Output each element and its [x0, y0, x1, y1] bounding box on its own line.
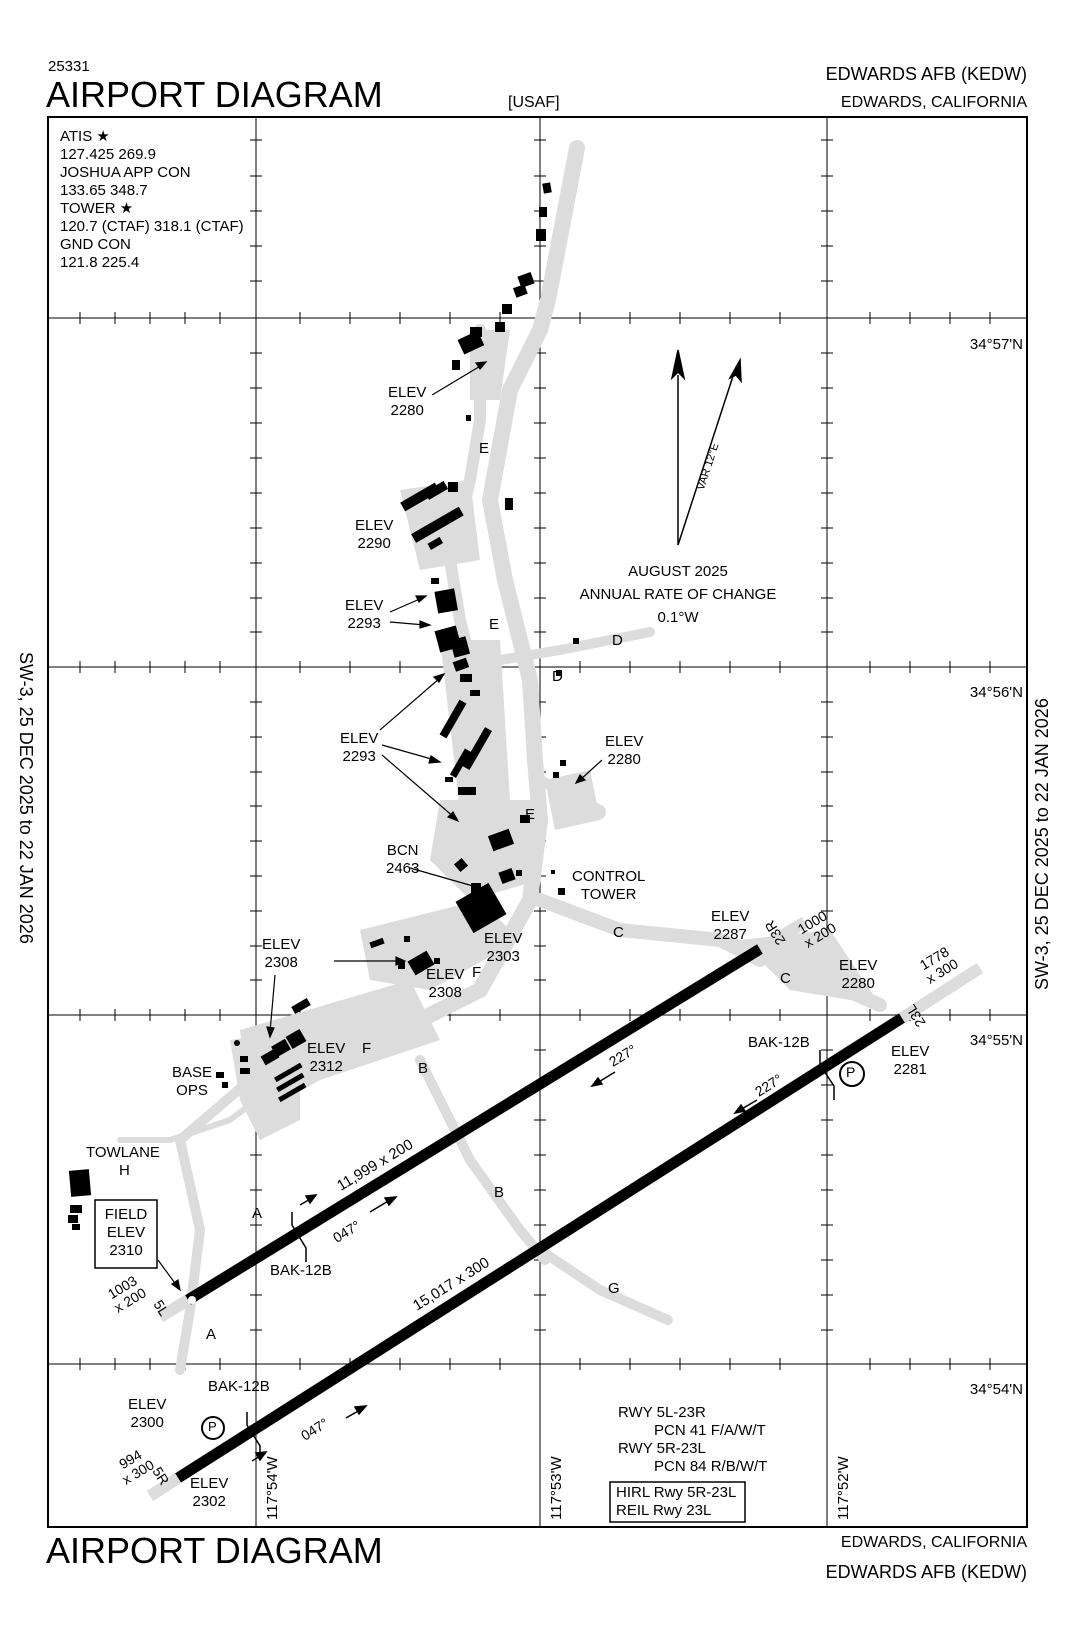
note-pcn-5l-23r: PCN 41 F/A/W/T [654, 1422, 766, 1439]
runways [175, 944, 905, 1483]
arresting-gear-label: BAK-12B [208, 1378, 270, 1395]
longitude-label: 117°52'W [835, 1456, 852, 1520]
chart-number: 25331 [48, 58, 90, 75]
elevation-label: ELEV 2290 [355, 517, 394, 552]
atis-row: ATIS ★ [60, 128, 244, 146]
note-rwy-5r-23l: RWY 5R-23L [618, 1440, 706, 1457]
taxiway-a-label: A [252, 1205, 263, 1222]
taxiway-c-label: C [613, 924, 624, 941]
magvar-rate: 0.1°W [657, 609, 699, 626]
taxiway-e-label: E [525, 806, 536, 823]
star-icon: ★ [119, 200, 134, 217]
taxiway-g-label: G [608, 1280, 620, 1297]
lighting-notes: HIRL Rwy 5R-23L REIL Rwy 23L [616, 1484, 736, 1520]
tower-row: TOWER ★ [60, 200, 244, 218]
parking-icon: P [846, 1064, 856, 1080]
taxiway-a-label: A [206, 1326, 217, 1343]
footer-airport: EDWARDS AFB (KEDW) [825, 1562, 1027, 1582]
latitude-label: 34°56'N [969, 684, 1023, 701]
latitude-label: 34°54'N [969, 1381, 1023, 1398]
airport-name: EDWARDS AFB (KEDW) [825, 64, 1027, 84]
taxiway-e-label: E [489, 616, 500, 633]
ground-label: GND CON [60, 236, 131, 253]
atis-frequencies: 127.425 269.9 [60, 146, 156, 163]
arresting-gear-label: BAK-12B [270, 1262, 332, 1279]
field-elevation: FIELD ELEV 2310 [104, 1206, 148, 1259]
note-rwy-5l-23r: RWY 5L-23R [618, 1404, 706, 1421]
approach-label: JOSHUA APP CON [60, 164, 191, 181]
elevation-label: ELEV 2302 [190, 1475, 229, 1510]
elevation-label: ELEV 2300 [128, 1396, 167, 1431]
star-icon: ★ [96, 128, 110, 145]
taxiway-f-label: F [472, 964, 482, 981]
elevation-label: ELEV 2312 [307, 1040, 346, 1075]
magnetic-variation-arrows [670, 349, 742, 546]
control-tower-label: CONTROL TOWER [572, 868, 646, 903]
heading-arrows [251, 1071, 758, 1462]
diagram-frame [47, 116, 1028, 1528]
longitude-label: 117°53'W [548, 1456, 565, 1520]
elevation-label: ELEV 2287 [711, 908, 750, 943]
comms-block: ATIS ★ 127.425 269.9 JOSHUA APP CON 133.… [60, 128, 244, 272]
taxiway-f-label: F [362, 1040, 372, 1057]
latitude-label: 34°55'N [969, 1032, 1023, 1049]
elevation-label: ELEV 2293 [340, 730, 379, 765]
runway-5l-23r [185, 944, 763, 1305]
base-ops-label: BASE OPS [172, 1064, 213, 1099]
magvar-date: AUGUST 2025 [628, 563, 728, 580]
taxiway-d-label: D [612, 632, 623, 649]
runway-notes: RWY 5L-23R PCN 41 F/A/W/T RWY 5R-23L PCN… [618, 1404, 767, 1476]
elevation-label: ELEV 2281 [891, 1043, 930, 1078]
page-title: AIRPORT DIAGRAM [46, 74, 383, 115]
longitude-label: 117°54'W [264, 1456, 281, 1520]
beacon-label: BCN 2463 [386, 842, 420, 877]
elevation-label: ELEV 2308 [426, 966, 465, 1001]
elevation-label: ELEV 2280 [388, 384, 427, 419]
parking-icon: P [208, 1419, 217, 1434]
airport-location: EDWARDS, CALIFORNIA [840, 94, 1027, 111]
atis-label: ATIS [60, 128, 93, 145]
elevation-label: ELEV 2280 [839, 957, 878, 992]
agency-label: [USAF] [508, 94, 560, 111]
towlane-taxiway-h: H [119, 1162, 130, 1179]
latitude-label: 34°57'N [969, 336, 1023, 353]
note-hirl: HIRL Rwy 5R-23L [616, 1484, 737, 1501]
overruns [146, 916, 984, 1502]
taxiway-c-label: C [780, 970, 791, 987]
elevation-label: ELEV 2303 [484, 930, 523, 965]
arresting-gear-label: BAK-12B [748, 1034, 810, 1051]
magvar-rate-label: ANNUAL RATE OF CHANGE [579, 586, 777, 603]
note-reil: REIL Rwy 23L [616, 1502, 712, 1519]
lighting-notes-box [609, 1481, 746, 1523]
parking-symbols [201, 1061, 865, 1440]
footer-location: EDWARDS, CALIFORNIA [840, 1534, 1027, 1551]
tower-frequencies: 120.7 (CTAF) 318.1 (CTAF) [60, 218, 244, 235]
elevation-label: ELEV 2293 [345, 597, 384, 632]
ground-frequencies: 121.8 225.4 [60, 254, 140, 271]
taxiway-e-label: E [479, 440, 490, 457]
elevation-label: ELEV 2308 [262, 936, 301, 971]
threshold-marker [188, 1296, 196, 1304]
field-elevation-box [94, 1199, 158, 1269]
taxiway-d-label: D [552, 668, 563, 685]
buildings [68, 182, 579, 1230]
taxiway-b-label: B [418, 1060, 429, 1077]
note-pcn-5r-23l: PCN 84 R/B/W/T [654, 1458, 768, 1475]
leader-lines [157, 361, 603, 1292]
aprons [230, 330, 880, 1140]
elevation-label: ELEV 2280 [605, 733, 644, 768]
runway-5r-23l [175, 1013, 905, 1483]
footer-title: AIRPORT DIAGRAM [46, 1530, 383, 1571]
approach-frequencies: 133.65 348.7 [60, 182, 148, 199]
towlane-label: TOWLANE [86, 1144, 160, 1161]
tower-label: TOWER [60, 200, 116, 217]
taxiway-b-label: B [494, 1184, 505, 1201]
